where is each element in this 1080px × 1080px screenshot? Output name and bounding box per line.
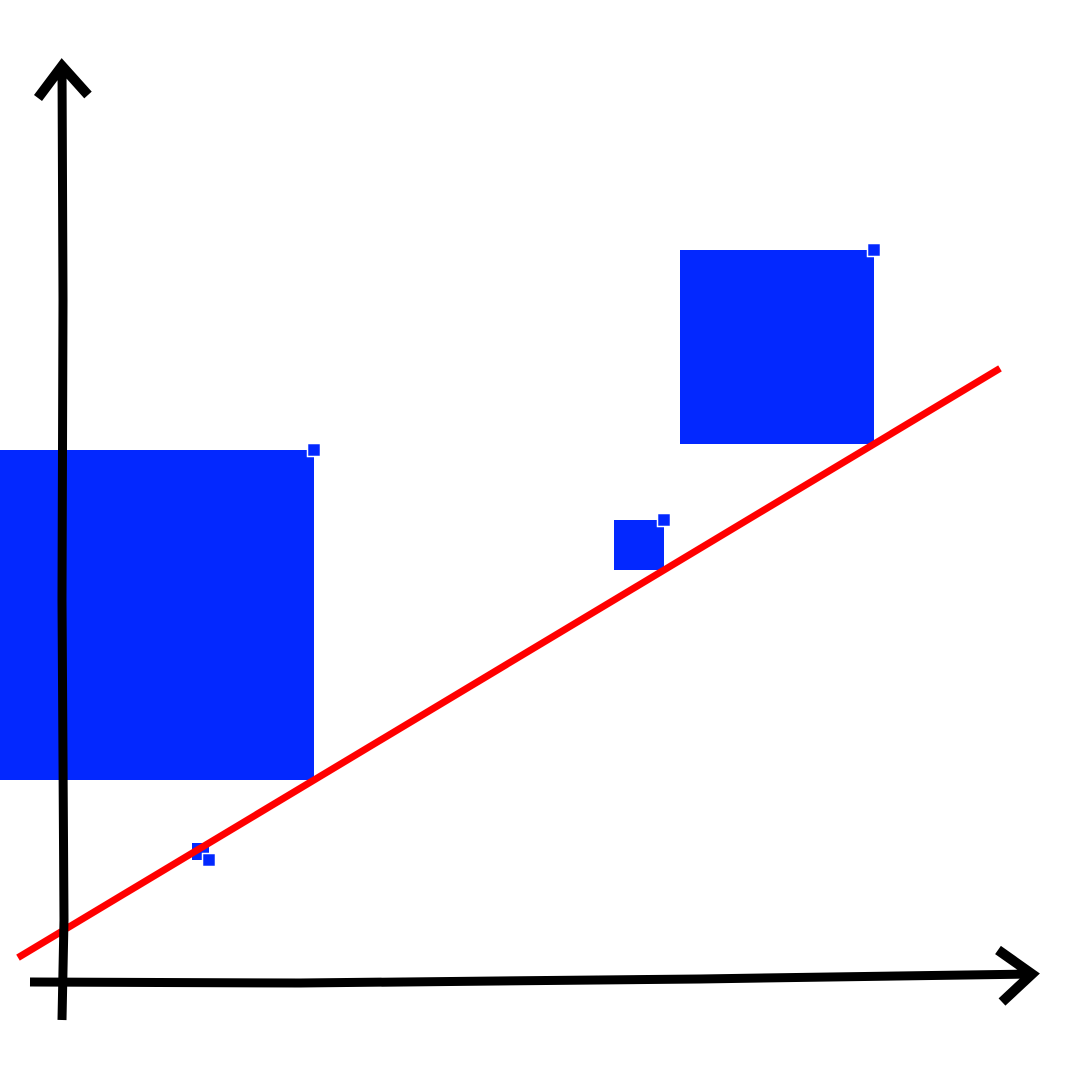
x-axis-arrowhead-icon <box>995 945 1040 1006</box>
axes <box>29 58 1040 1021</box>
residual-square-2 <box>0 450 314 780</box>
data-point-3 <box>656 512 672 528</box>
y-axis-line <box>57 63 69 1021</box>
residual-square-4 <box>680 250 874 444</box>
data-point-1 <box>201 852 217 868</box>
data-point-4 <box>866 242 882 258</box>
x-axis-line <box>29 969 1031 988</box>
data-point-2 <box>306 442 322 458</box>
y-axis-arrowhead-icon <box>34 58 92 101</box>
regression-line <box>16 365 1002 961</box>
residual-square-3 <box>614 520 664 570</box>
diagram-marks <box>0 242 1002 961</box>
